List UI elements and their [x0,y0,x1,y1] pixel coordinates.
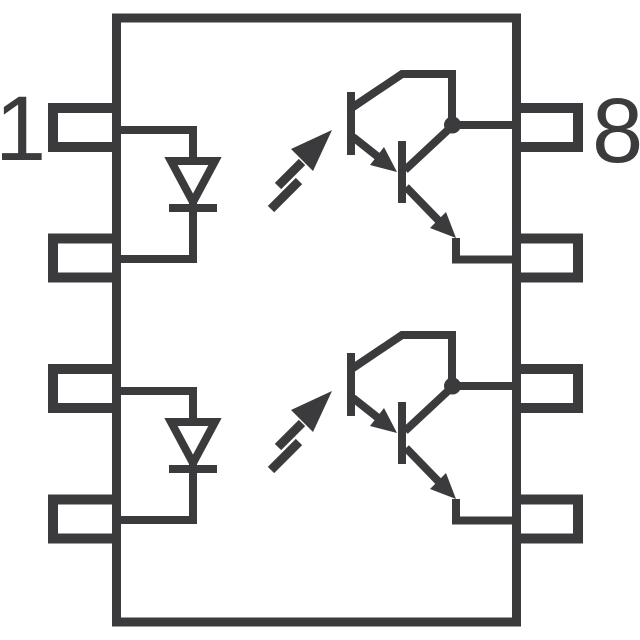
pin-8-lead [516,103,583,152]
right-pin-leads [516,103,583,544]
led-anode-wire [116,126,197,161]
pin-2-lead [48,233,117,283]
ic-body-outline [112,13,521,627]
pin-8-label: 8 [592,80,640,182]
optocoupler-channel-1 [116,70,517,264]
phototransistor-collector-wire [350,70,456,125]
left-pin-leads [48,103,117,544]
flash-upper-segment [274,158,306,190]
led-triangle-icon [164,157,222,211]
pin-4-lead [48,494,117,544]
flash-lower-segment [267,177,303,213]
light-flash-arrow-icon [267,130,332,213]
pin-1-label: 1 [0,78,46,180]
darlington-emitter-arrowhead-icon [430,212,456,238]
led-input-circuit [116,126,222,263]
pin-7-lead [516,233,583,283]
emitter-arrowhead-icon [370,147,397,172]
darlington-collector-wire [402,126,452,173]
photodarlington-output [347,70,517,264]
optocoupler-channel-2 [117,335,517,521]
pin-3-lead [48,364,117,413]
emitter-output-wire [452,238,517,264]
pin-1-lead [48,103,117,152]
led-cathode-wire [116,202,197,263]
darlington-emitter-wire [403,184,443,225]
pin-6-lead [516,364,583,413]
flash-arrowhead-icon [291,130,332,171]
pin-5-lead [516,494,583,544]
